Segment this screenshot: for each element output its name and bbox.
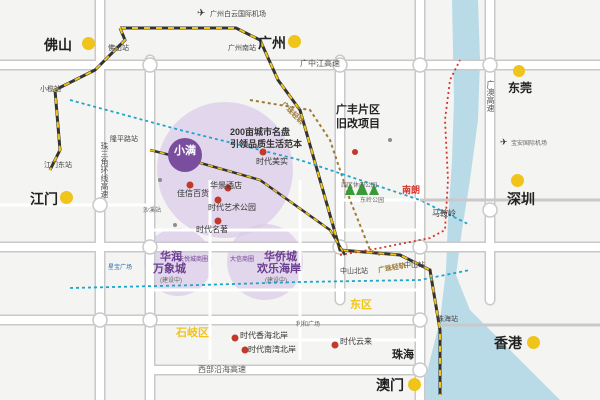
station-zhongshan: 中山站 (404, 262, 425, 269)
area-sub: 旧改项目 (336, 118, 380, 130)
poi-markers (186, 148, 358, 354)
location-pin-icon (288, 35, 301, 48)
city-zhuhai: 珠海 (392, 349, 414, 361)
mall-huaqiao-line2: 欢乐海岸 (257, 263, 301, 275)
poi-shidai-meishi: 时代美实 (256, 157, 288, 166)
metro-line-south (69, 269, 471, 289)
airplane-icon: ✈ (500, 137, 508, 147)
district-shiqi: 石岐区 (176, 327, 209, 339)
poi-shidai-park: 时代艺术公园 (208, 203, 256, 212)
city-dongguan: 东莞 (508, 81, 533, 95)
poi-xiqu-park: 西区休闲公园 (341, 183, 378, 189)
airport-baoan: 宝安国际机场 (511, 141, 548, 147)
poi-shidai-mingzhu: 时代名著 (196, 225, 228, 234)
mall-huarun-note: (建设中) (160, 278, 182, 284)
mall-huaqiao-line1: 华侨城 (264, 251, 297, 263)
poi-tiandi: 天悦城商圈 (178, 257, 209, 263)
city-guangzhou: 广州 (258, 35, 286, 51)
poi-shidai-xiangshe: 时代香海北岸 (240, 331, 288, 340)
station-zhongshan-north: 中山北站 (340, 268, 368, 275)
poi-majiao-mountain: 马鞍岭 (432, 209, 456, 218)
station-zhuhai: 珠海站 (437, 316, 458, 323)
station-longxiang: 隆平路站 (110, 136, 138, 143)
location-pin-icon (511, 174, 524, 187)
station-xiaolan: 小榄站 (40, 86, 61, 93)
poi-shidai-yunlai: 时代云来 (340, 337, 372, 346)
project-subline: 引领品质生活范本 (230, 139, 303, 149)
xiaoman-logo-text: 小满 (174, 145, 196, 157)
interchange-nodes (92, 57, 498, 378)
airport-baiyun: 广州白云国际机场 (210, 11, 266, 18)
location-pin-icon (60, 191, 73, 204)
project-headline: 200亩城市名盘 (230, 127, 291, 137)
location-pin-icon (408, 378, 421, 391)
mall-huarun-line2: 万象城 (153, 263, 186, 275)
pearl-river-estuary (420, 0, 560, 400)
poi-shidai-nanwan: 时代南湾北岸 (248, 345, 296, 354)
city-aomen: 澳门 (376, 377, 404, 393)
city-foshan: 佛山 (44, 37, 72, 53)
poi-xingbao: 星宝广场 (108, 265, 133, 271)
location-pin-icon (82, 37, 95, 50)
highway-west-coast: 西部沿海高速 (198, 365, 246, 374)
station-jiangmen-east: 江门东站 (44, 162, 72, 169)
highway-sanjiao: 珠三角环线高速 (100, 142, 109, 198)
station-foshan: 佛山站 (108, 45, 129, 52)
red-boundary (339, 59, 461, 256)
location-pin-icon (527, 336, 540, 349)
poi-jiaxin-baihuo: 佳信百货 (177, 189, 209, 198)
city-xianggang: 香港 (494, 335, 522, 351)
airplane-icon: ✈ (197, 8, 206, 19)
city-jiangmen: 江门 (30, 191, 58, 207)
poi-dongling-park: 东岭公园 (360, 198, 385, 204)
district-dongqu: 东区 (350, 299, 372, 311)
city-shenzhen: 深圳 (507, 191, 535, 207)
poi-lihe: 利和广场 (296, 322, 321, 328)
mall-huarun-line1: 华润 (160, 251, 182, 263)
mall-huaqiao-note: (建设中) (265, 278, 287, 284)
location-pin-icon (513, 65, 525, 77)
district-nanlang: 南朗 (402, 185, 421, 195)
highway-guangao: 广澳高速 (486, 80, 495, 112)
poi-huajing-hotel: 华景酒店 (210, 181, 242, 190)
guangzhu-light-rail (249, 99, 381, 256)
park-trees (345, 181, 379, 195)
xiaoman-logo-circle (168, 138, 202, 172)
poi-daxin: 大信商圈 (230, 257, 255, 263)
highway-guangzhong: 广中江高速 (300, 59, 340, 68)
station-shaxi: 沙溪站 (143, 208, 162, 214)
station-guangzhou-south: 广州南站 (228, 45, 256, 52)
area-title: 广丰片区 (336, 104, 380, 116)
